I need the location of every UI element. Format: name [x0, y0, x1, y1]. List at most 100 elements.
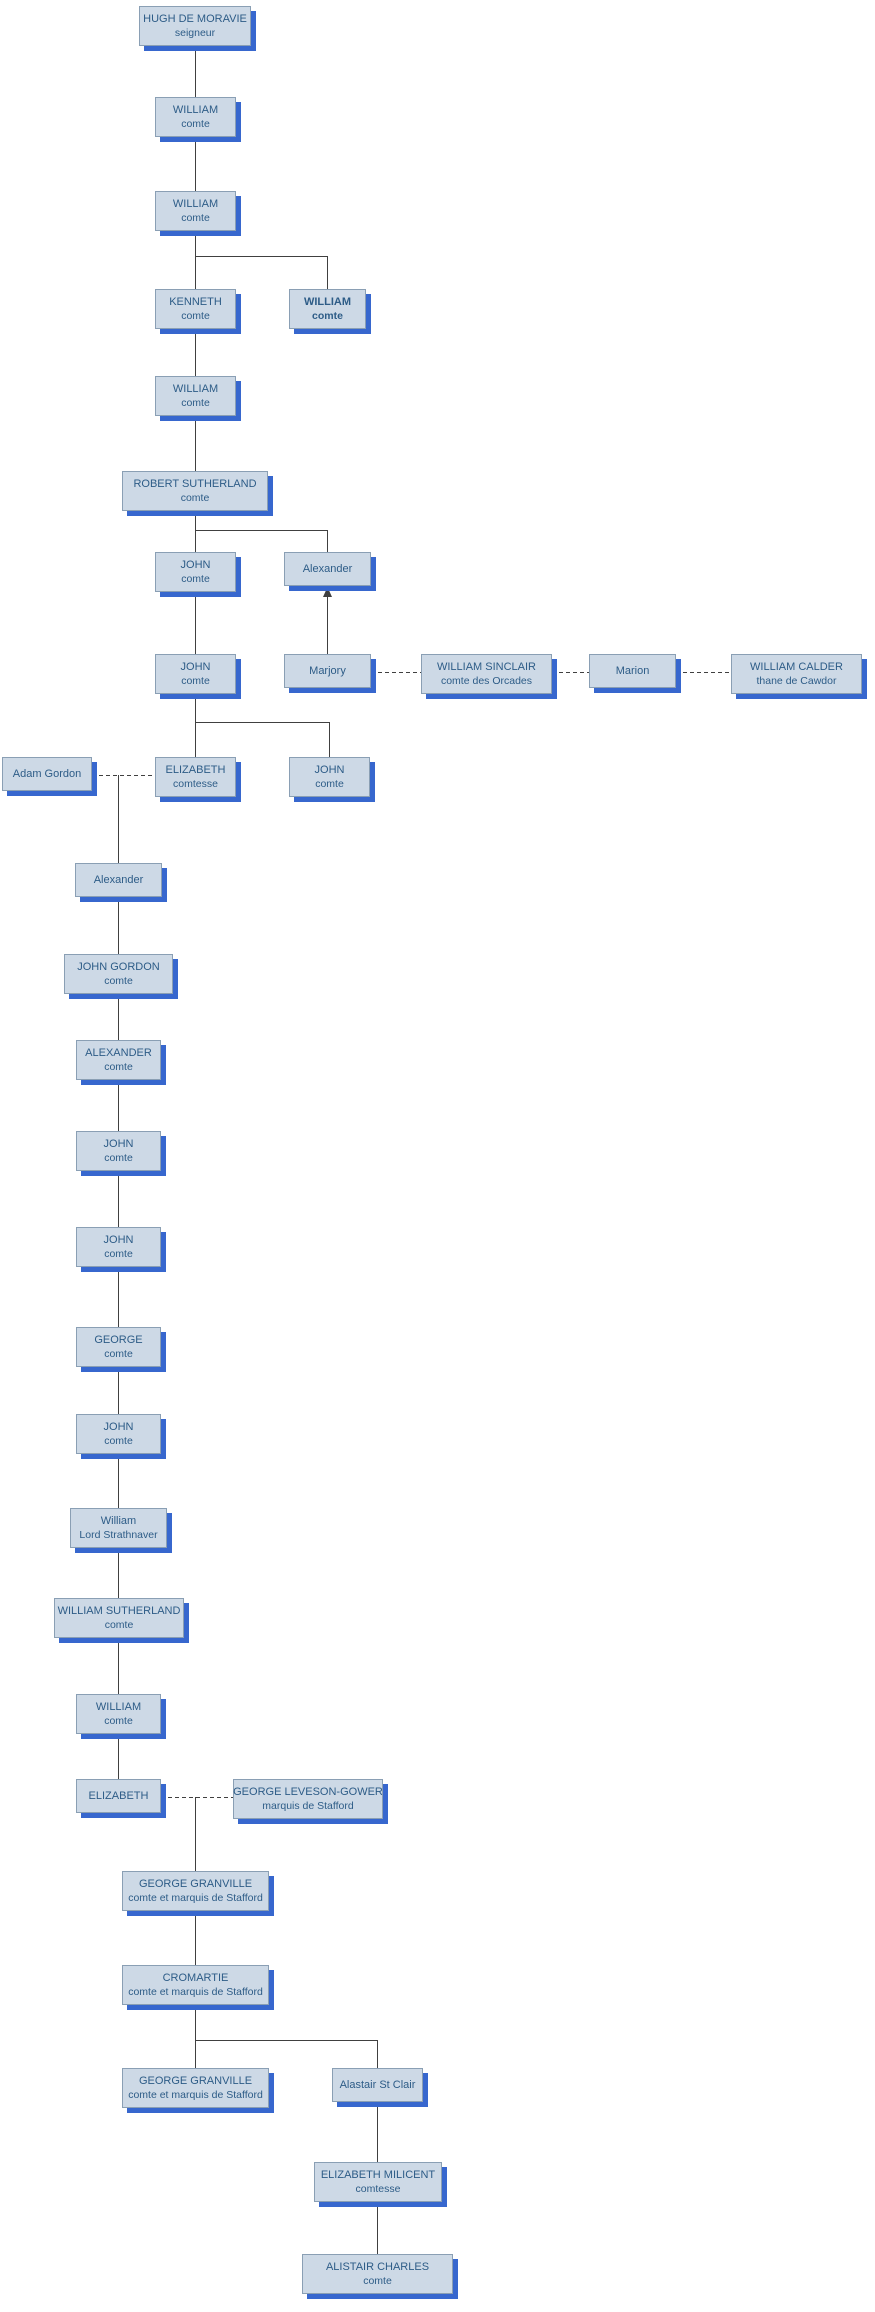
node-george-leveson-gower[interactable]: GEORGE LEVESON-GOWER marquis de Stafford: [233, 1779, 383, 1819]
person-title: comte: [181, 397, 210, 409]
person-title: comte: [312, 310, 343, 322]
node-kenneth[interactable]: KENNETH comte: [155, 289, 236, 329]
person-title: comte: [104, 1715, 133, 1727]
person-name: ALISTAIR CHARLES: [325, 2261, 430, 2273]
person-title: seigneur: [174, 27, 216, 39]
person-title: comte: [104, 1152, 133, 1164]
node-robert-sutherland[interactable]: ROBERT SUTHERLAND comte: [122, 471, 268, 511]
person-title: comte: [104, 1348, 133, 1360]
person-name: Marjory: [309, 665, 346, 677]
person-title: Lord Strathnaver: [79, 1529, 158, 1541]
node-john-comte-1[interactable]: JOHN comte: [155, 552, 236, 592]
person-title: comte: [181, 118, 210, 130]
node-william-calder[interactable]: WILLIAM CALDER thane de Cawdor: [731, 654, 862, 694]
person-name: Alastair St Clair: [339, 2079, 416, 2091]
node-alexander-2[interactable]: Alexander: [75, 863, 162, 897]
node-john-comte-6[interactable]: JOHN comte: [76, 1414, 161, 1454]
person-title: comte: [315, 778, 344, 790]
person-title: comte: [180, 492, 210, 504]
person-name: JOHN: [103, 1234, 134, 1246]
person-name: JOHN: [103, 1421, 134, 1433]
person-name: JOHN: [180, 559, 211, 571]
person-name: ELIZABETH MILICENT: [320, 2169, 436, 2181]
person-name: WILLIAM: [303, 296, 352, 308]
node-william-sutherland[interactable]: WILLIAM SUTHERLAND comte: [54, 1598, 184, 1638]
person-name: GEORGE GRANVILLE: [138, 1878, 253, 1890]
person-title: comtesse: [355, 2183, 401, 2195]
person-name: Alexander: [93, 874, 144, 886]
person-title: comte et marquis de Stafford: [128, 1986, 263, 1998]
person-name: GEORGE GRANVILLE: [138, 2075, 253, 2087]
person-title: comte: [104, 1248, 133, 1260]
node-john-comte-5[interactable]: JOHN comte: [76, 1227, 161, 1267]
node-william-lord-strathnaver[interactable]: William Lord Strathnaver: [70, 1508, 167, 1548]
node-alistair-charles[interactable]: ALISTAIR CHARLES comte: [302, 2254, 453, 2294]
node-elizabeth[interactable]: ELIZABETH: [76, 1779, 161, 1813]
person-name: William: [100, 1515, 137, 1527]
person-name: WILLIAM SUTHERLAND: [57, 1605, 181, 1617]
arrow-up-icon: [323, 587, 332, 597]
person-name: KENNETH: [169, 296, 222, 308]
person-name: WILLIAM: [172, 104, 219, 116]
person-name: ALEXANDER: [85, 1047, 152, 1059]
person-title: comte et marquis de Stafford: [128, 1892, 263, 1904]
node-alexander-comte[interactable]: ALEXANDER comte: [76, 1040, 161, 1080]
node-george-granville-1[interactable]: GEORGE GRANVILLE comte et marquis de Sta…: [122, 1871, 269, 1911]
node-william-sinclair[interactable]: WILLIAM SINCLAIR comte des Orcades: [421, 654, 552, 694]
node-john-comte-4[interactable]: JOHN comte: [76, 1131, 161, 1171]
person-title: comte: [181, 310, 210, 322]
person-name: JOHN: [103, 1138, 134, 1150]
person-title: marquis de Stafford: [262, 1800, 354, 1812]
person-name: GEORGE: [94, 1334, 143, 1346]
person-name: WILLIAM CALDER: [750, 661, 843, 673]
person-title: comte: [181, 675, 210, 687]
person-name: Alexander: [302, 563, 353, 575]
person-name: CROMARTIE: [162, 1972, 229, 1984]
node-alastair-st-clair[interactable]: Alastair St Clair: [332, 2068, 423, 2102]
node-hugh-de-moravie[interactable]: HUGH DE MORAVIE seigneur: [139, 6, 251, 46]
person-name: WILLIAM: [172, 383, 219, 395]
node-william-brother[interactable]: WILLIAM comte: [289, 289, 366, 329]
person-name: WILLIAM: [172, 198, 219, 210]
node-john-comte-2[interactable]: JOHN comte: [155, 654, 236, 694]
node-william-comte-4[interactable]: WILLIAM comte: [76, 1694, 161, 1734]
person-title: comte: [104, 975, 133, 987]
person-name: ELIZABETH: [165, 764, 226, 776]
node-william-comte-1[interactable]: WILLIAM comte: [155, 97, 236, 137]
person-title: comte: [104, 1061, 133, 1073]
person-name: JOHN: [180, 661, 211, 673]
node-elizabeth-comtesse[interactable]: ELIZABETH comtesse: [155, 757, 236, 797]
person-name: HUGH DE MORAVIE: [143, 13, 247, 25]
person-title: comte et marquis de Stafford: [128, 2089, 263, 2101]
node-adam-gordon[interactable]: Adam Gordon: [2, 757, 92, 791]
person-title: comtesse: [173, 778, 218, 790]
person-name: WILLIAM: [95, 1701, 142, 1713]
person-name: Marion: [615, 665, 650, 677]
node-william-comte-3[interactable]: WILLIAM comte: [155, 376, 236, 416]
node-john-gordon[interactable]: JOHN GORDON comte: [64, 954, 173, 994]
node-william-comte-2[interactable]: WILLIAM comte: [155, 191, 236, 231]
person-name: ELIZABETH: [88, 1790, 149, 1802]
node-marjory[interactable]: Marjory: [284, 654, 371, 688]
node-george-granville-2[interactable]: GEORGE GRANVILLE comte et marquis de Sta…: [122, 2068, 269, 2108]
marriage-edges: [92, 672, 731, 1798]
node-george-comte[interactable]: GEORGE comte: [76, 1327, 161, 1367]
person-title: comte: [104, 1435, 133, 1447]
person-name: Adam Gordon: [12, 768, 82, 780]
person-title: comte: [104, 1619, 134, 1631]
node-cromartie[interactable]: CROMARTIE comte et marquis de Stafford: [122, 1965, 269, 2005]
person-name: ROBERT SUTHERLAND: [133, 478, 257, 490]
node-elizabeth-milicent[interactable]: ELIZABETH MILICENT comtesse: [314, 2162, 442, 2202]
person-title: comte: [181, 573, 210, 585]
person-name: GEORGE LEVESON-GOWER: [233, 1786, 383, 1798]
person-name: JOHN GORDON: [77, 961, 160, 973]
node-john-comte-3[interactable]: JOHN comte: [289, 757, 370, 797]
node-marion[interactable]: Marion: [589, 654, 676, 688]
person-name: WILLIAM SINCLAIR: [436, 661, 537, 673]
node-alexander-1[interactable]: Alexander: [284, 552, 371, 586]
person-title: comte: [181, 212, 210, 224]
person-title: comte: [363, 2275, 392, 2287]
person-title: comte des Orcades: [440, 675, 533, 687]
